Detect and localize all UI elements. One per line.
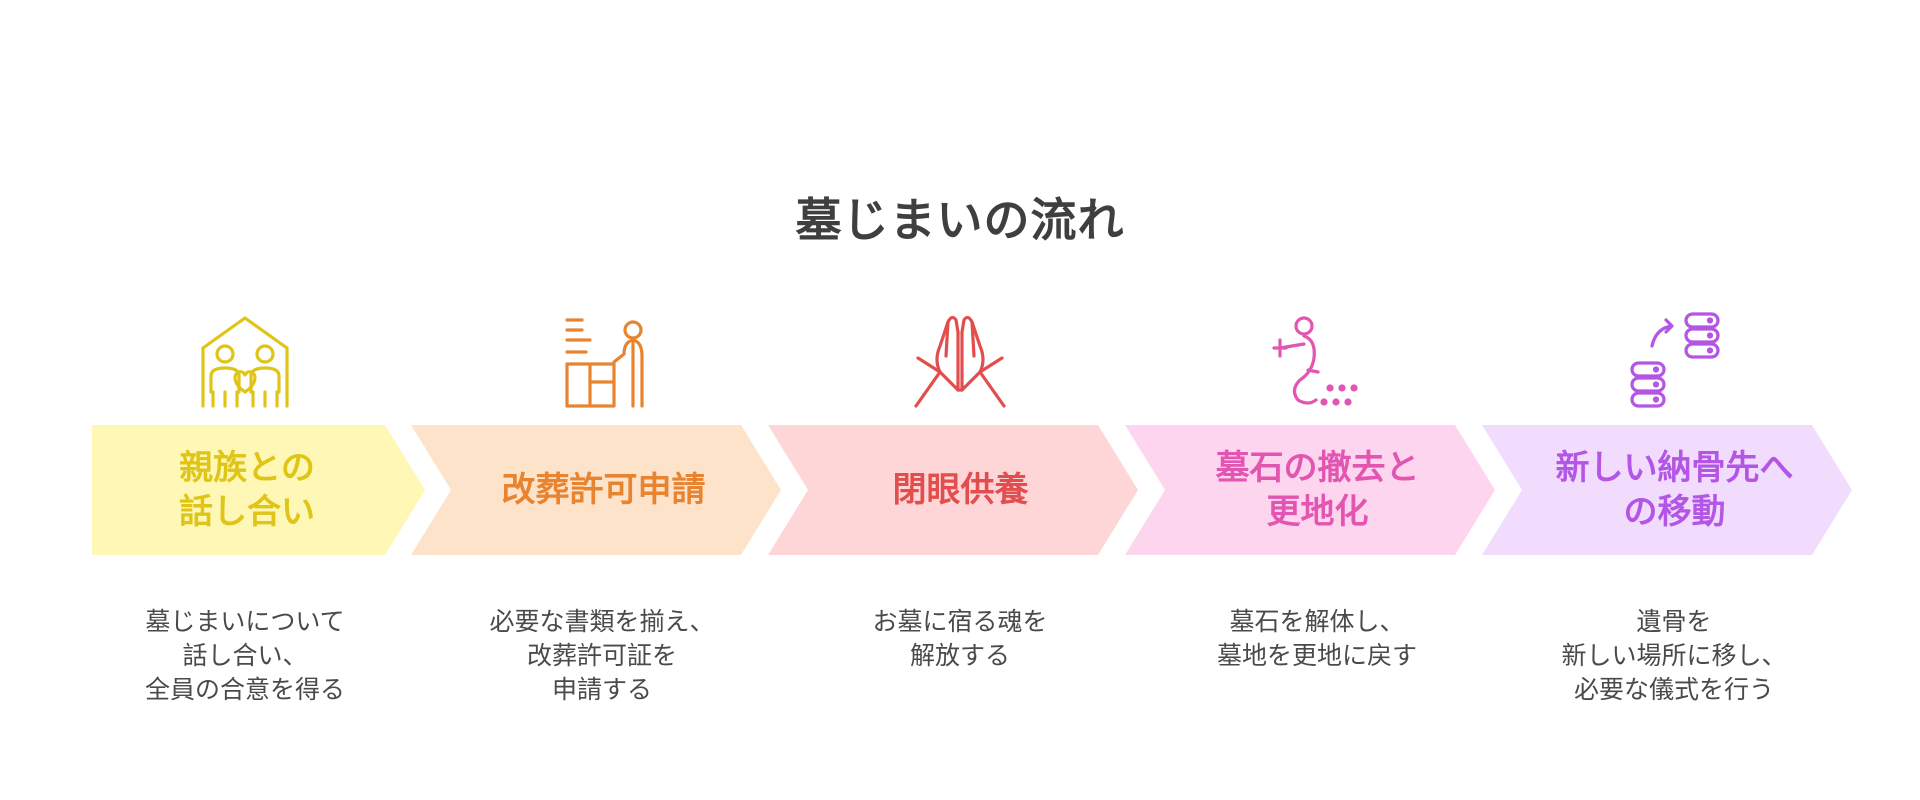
step-arrow-3: 閉眼供養 <box>768 425 1138 555</box>
step-label-5: 新しい納骨先へ の移動 <box>1555 448 1794 532</box>
step-desc-1: 墓じまいについて 話し合い、 全員の合意を得る <box>144 607 345 704</box>
office-desk-icon <box>552 310 652 410</box>
step-desc-5: 遺骨を 新しい場所に移し、 必要な儀式を行う <box>1561 607 1787 704</box>
step-desc-4: 墓石を解体し、 墓地を更地に戻す <box>1216 607 1417 670</box>
family-home-icon <box>195 310 295 410</box>
step-arrow-4: 墓石の撤去と 更地化 <box>1125 425 1495 555</box>
step-label-3: 閉眼供養 <box>892 470 1029 510</box>
step-arrow-5: 新しい納骨先へ の移動 <box>1482 425 1852 555</box>
praying-hands-icon <box>910 310 1010 410</box>
step-label-2: 改葬許可申請 <box>501 470 706 510</box>
step-arrow-1: 親族との 話し合い <box>92 425 425 555</box>
transfer-storage-icon <box>1624 310 1724 410</box>
page-title: 墓じまいの流れ <box>795 193 1125 247</box>
step-desc-2: 必要な書類を揃え、 改葬許可証を 申請する <box>489 607 715 704</box>
step-label-4: 墓石の撤去と 更地化 <box>1215 448 1420 532</box>
step-arrow-2: 改葬許可申請 <box>411 425 781 555</box>
step-label-1: 親族との 話し合い <box>179 448 315 532</box>
worker-demolition-icon <box>1266 310 1366 410</box>
step-desc-3: お墓に宿る魂を 解放する <box>872 607 1048 670</box>
